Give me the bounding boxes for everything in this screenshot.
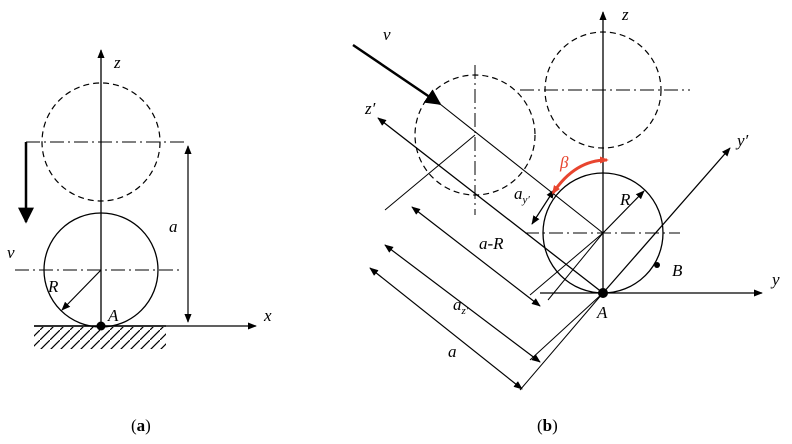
point-a-dot [96, 321, 106, 331]
label-x: x [263, 306, 272, 325]
z-prime-axis [377, 117, 604, 294]
dimension-az-prime [384, 244, 541, 363]
point-b-dot [654, 262, 660, 268]
label-a: a [169, 217, 178, 236]
ext-line-2 [529, 232, 604, 296]
ext-line-3 [529, 292, 604, 361]
label-beta: β [559, 153, 569, 172]
label-point-a-b: A [596, 303, 608, 322]
label-z-b: z [621, 5, 629, 24]
point-a-dot-b [598, 288, 608, 298]
label-v: v [7, 243, 15, 262]
label-r-b: R [619, 190, 631, 209]
ext-line-4 [519, 292, 604, 391]
label-y-prime: y′ [735, 131, 749, 150]
velocity-line [352, 43, 442, 106]
ext-line-5 [547, 232, 604, 301]
radius-line-b [602, 190, 645, 234]
ext-line-1 [384, 134, 476, 211]
label-z-prime: z′ [364, 99, 376, 118]
panel-b [352, 11, 763, 391]
label-point-a: A [107, 306, 119, 325]
caption-b: (b) [537, 416, 558, 435]
beta-arc [551, 156, 609, 195]
dimension-a-minus-r [411, 206, 541, 307]
panel-b-labels: z y v z′ y′ β ay′ R a-R az′ a A B (b) [364, 5, 780, 435]
y-prime-axis [602, 147, 731, 294]
label-z: z [113, 53, 121, 72]
label-y: y [770, 270, 780, 289]
radius-line [61, 269, 102, 311]
dimension-a-b [369, 267, 523, 390]
label-a-minus-r: a-R [479, 234, 504, 253]
label-v-b: v [383, 25, 391, 44]
ground-hatch [34, 327, 166, 349]
panel-a-labels: z x v a R A (a) [7, 53, 272, 435]
label-a-z-prime: az′ [453, 295, 469, 317]
label-r: R [47, 277, 59, 296]
label-point-b: B [672, 261, 683, 280]
dimension-ay-line [531, 189, 555, 225]
panel-a [15, 49, 257, 349]
caption-a: (a) [131, 416, 151, 435]
label-a-y-prime: ay′ [514, 184, 530, 206]
label-a-b: a [448, 342, 457, 361]
trajectory-line [439, 103, 604, 234]
